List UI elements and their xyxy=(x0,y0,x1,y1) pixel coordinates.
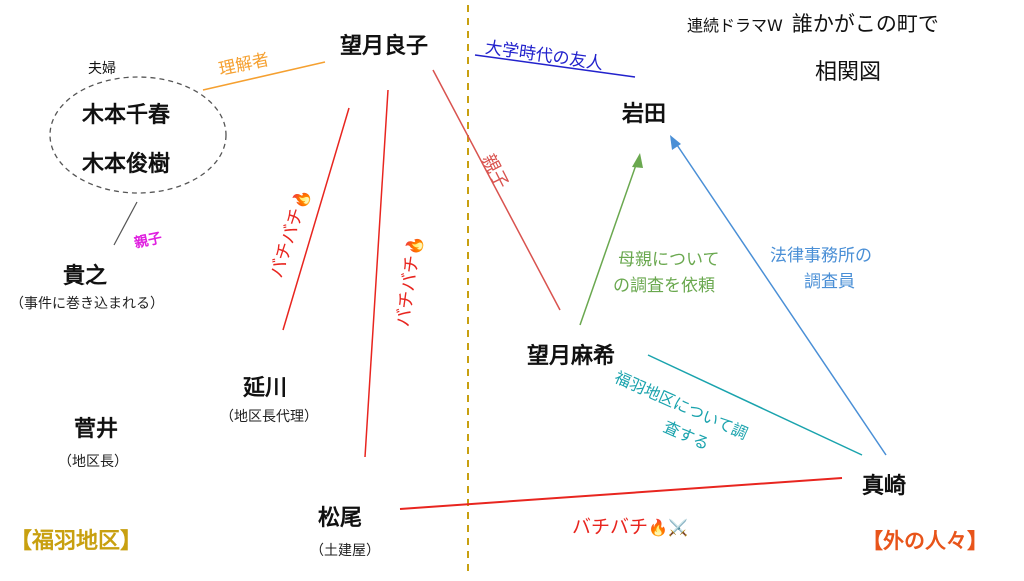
relation-law-office-1: 法律事務所の xyxy=(770,246,872,266)
person-mochizuki-maki: 望月麻希 xyxy=(527,344,616,369)
person-kimoto-toshiki: 木本俊樹 xyxy=(82,152,171,177)
person-iwata: 岩田 xyxy=(622,102,667,127)
person-kimoto-chiharu: 木本千春 xyxy=(82,103,171,128)
person-takayuki-note: （事件に巻き込まれる） xyxy=(10,296,164,312)
couple-child-line xyxy=(113,201,138,246)
relation-law-office-2: 調査員 xyxy=(804,272,855,292)
title-drama-label: 連続ドラマW xyxy=(687,16,783,35)
law-office-arrow xyxy=(674,141,887,456)
conflict-line-matsuo-mazaki xyxy=(399,477,843,510)
investigate-request-arrow xyxy=(579,161,638,326)
relation-couple: 夫婦 xyxy=(88,61,116,77)
conflict-line-ryoko-matsuo xyxy=(364,89,389,458)
crossed-swords-icon: ⚔️ xyxy=(667,518,688,537)
fire-icon: 🔥 xyxy=(403,234,426,257)
title-drama-name: 誰かがこの町で xyxy=(791,12,939,36)
person-sugai: 菅井 xyxy=(74,417,119,442)
understanding-line xyxy=(202,61,326,91)
fukuba-investigation-line xyxy=(647,354,863,456)
region-label-fukuba: 【福羽地区】 xyxy=(10,529,143,554)
person-matsuo-note: （土建屋） xyxy=(310,543,380,559)
conflict-line-ryoko-nobukawa xyxy=(282,107,350,331)
person-mazaki: 真崎 xyxy=(862,474,907,499)
person-nobukawa-note: （地区長代理） xyxy=(220,409,318,425)
friend-line xyxy=(474,54,636,78)
relation-mother-investigation-1: 母親について xyxy=(618,250,720,270)
person-mochizuki-ryoko: 望月良子 xyxy=(340,34,429,59)
fire-icon: 🔥 xyxy=(648,518,668,537)
person-sugai-note: （地区長） xyxy=(58,454,128,470)
region-label-outsiders: 【外の人々】 xyxy=(862,529,988,553)
person-matsuo: 松尾 xyxy=(318,506,363,531)
title-subtitle: 相関図 xyxy=(815,60,882,85)
conflict-label-c: バチバチ xyxy=(572,516,649,538)
relation-mother-investigation-2: の調査を依頼 xyxy=(613,276,715,296)
person-nobukawa: 延川 xyxy=(243,376,288,401)
relation-conflict-matsuo-mazaki: バチバチ🔥⚔️ xyxy=(572,512,688,539)
couple-ellipse xyxy=(49,76,227,194)
diagram-title: 連続ドラマW 誰かがこの町で xyxy=(687,8,939,38)
person-takayuki: 貴之 xyxy=(63,264,108,289)
parent-line-ryoko-maki xyxy=(432,69,561,311)
